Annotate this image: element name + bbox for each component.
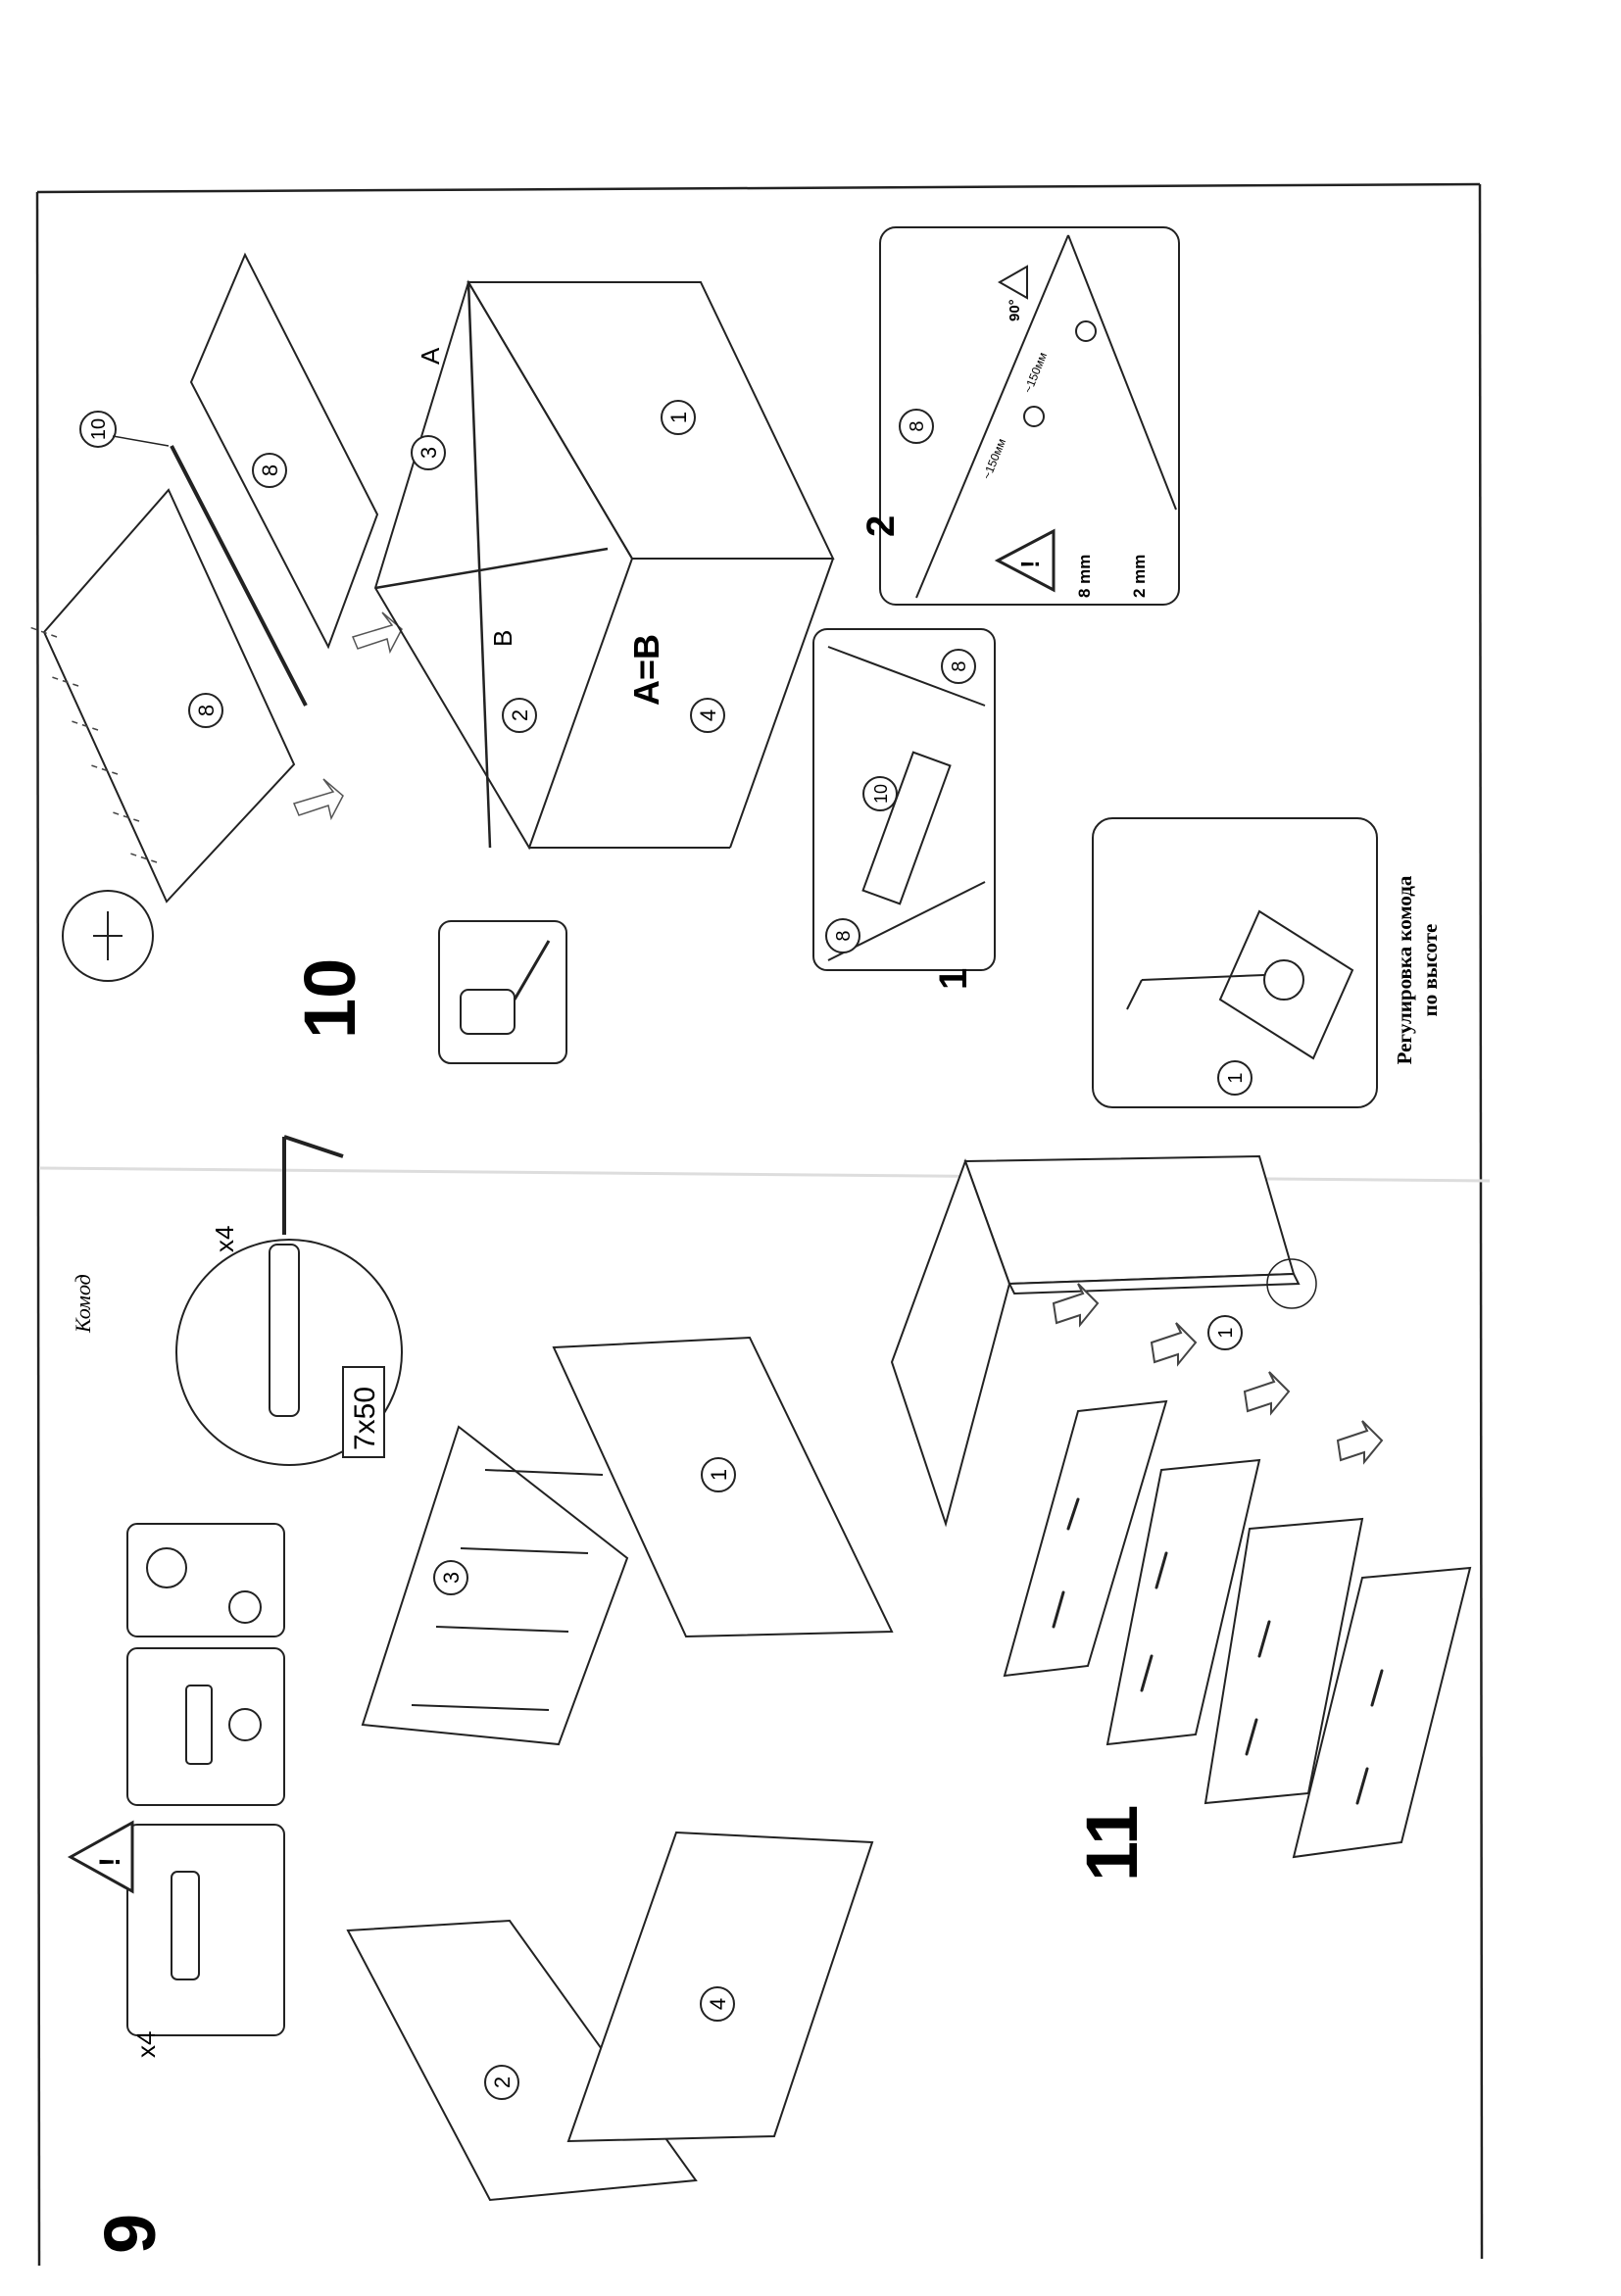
height-adjust-line1: Регулировка комода <box>1393 875 1416 1064</box>
panel-label-3: 3 <box>417 447 441 459</box>
svg-text:!: ! <box>94 1857 126 1867</box>
panel-8-left <box>42 488 296 904</box>
dowel-callout <box>126 1824 285 2036</box>
panel-3-step9 <box>361 1425 629 1746</box>
label-circle <box>188 693 223 728</box>
panel-label-10: 10 <box>88 418 110 440</box>
detail1-label-8b: 8 <box>949 660 970 671</box>
step10-number: 10 <box>289 958 370 1039</box>
drawers <box>1003 1399 1472 1859</box>
panel-label-1: 1 <box>666 412 691 423</box>
detail2-dim-2: 2 mm <box>1130 555 1149 598</box>
step9-label-3: 3 <box>439 1572 464 1584</box>
svg-text:!: ! <box>1015 560 1045 568</box>
detail2-angle: 90° <box>1007 299 1023 321</box>
panel-label-8b: 8 <box>258 464 282 476</box>
step9-label-1: 1 <box>707 1469 731 1481</box>
dowel-qty: x4 <box>131 2031 161 2058</box>
panel-8-right <box>189 252 379 650</box>
warning-icon <box>997 265 1028 300</box>
equal-note: A=B <box>626 634 666 706</box>
detail-label-1: 1 <box>1225 1072 1247 1083</box>
screw-qty: x4 <box>210 1226 239 1252</box>
document-title: Комод <box>71 1274 95 1334</box>
measure-a: A <box>416 347 445 365</box>
step9-label-4: 4 <box>706 1998 730 2010</box>
page-frame <box>35 182 1484 2267</box>
height-adjust-line2: по высоте <box>1418 924 1442 1017</box>
detail1-number: 1 <box>932 968 975 990</box>
panel-label-2: 2 <box>508 709 532 721</box>
detail2-label-8: 8 <box>907 420 928 431</box>
detail1-label-8a: 8 <box>833 930 855 941</box>
strip-10 <box>170 445 308 707</box>
measure-b: B <box>488 630 517 647</box>
warning-icon <box>67 1820 134 1894</box>
carcass-step10 <box>373 279 835 851</box>
step9-number: 9 <box>89 2214 171 2254</box>
panel-label-8a: 8 <box>194 705 219 716</box>
detail1-label-10: 10 <box>871 784 891 804</box>
step11-number: 11 <box>1071 1805 1153 1881</box>
step9-label-2: 2 <box>490 2076 515 2088</box>
warning-icon <box>994 528 1056 593</box>
step11-label-1: 1 <box>1215 1327 1237 1338</box>
detail2-box <box>879 226 1180 606</box>
detail2-dim-8: 8 mm <box>1075 555 1094 598</box>
detail2-number: 2 <box>860 515 903 537</box>
panel-label-4: 4 <box>696 709 720 721</box>
screw-size: 7x50 <box>349 1387 381 1450</box>
